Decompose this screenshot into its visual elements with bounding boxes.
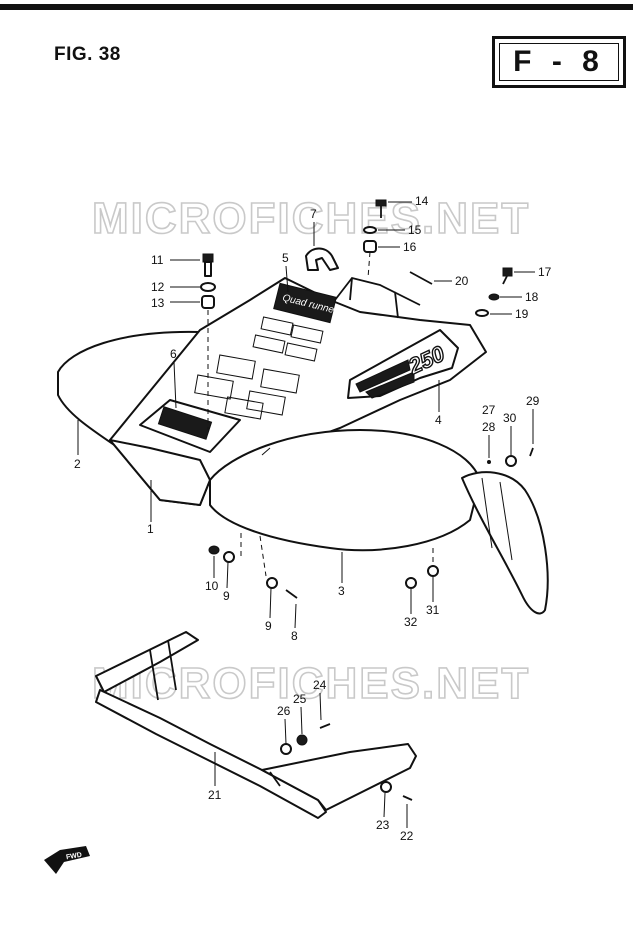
washer-26-icon	[280, 743, 292, 755]
callout-27: 27	[482, 403, 496, 417]
callout-28: 28	[482, 420, 496, 434]
bolt-8-icon	[285, 589, 298, 599]
rear-brace-21	[95, 631, 417, 819]
figure-label: FIG. 38	[54, 44, 121, 65]
callout-3: 3	[338, 584, 345, 598]
callout-23: 23	[376, 818, 390, 832]
splash-guard-edge	[481, 477, 493, 549]
washer-9a-icon	[223, 551, 235, 563]
page-code-inner-frame	[499, 43, 619, 81]
washer-31-icon	[427, 565, 439, 577]
bolt-22-icon	[402, 795, 413, 801]
callout-13: 13	[151, 296, 165, 310]
hardware	[200, 199, 534, 801]
washer-9b-icon	[266, 577, 278, 589]
callout-24: 24	[313, 678, 327, 692]
callout-14: 14	[415, 194, 429, 208]
front-decal	[139, 399, 241, 453]
nut-16-icon	[363, 240, 377, 253]
washer-30-icon	[505, 455, 517, 467]
watermark-bottom: MICROFICHES.NET	[92, 659, 530, 708]
callout-29: 29	[526, 394, 540, 408]
callout-7: 7	[310, 207, 317, 221]
callout-1: 1	[147, 522, 154, 536]
forward-arrow-icon: FWD	[44, 846, 90, 874]
quad-runner-decal: Quad runner	[273, 282, 339, 324]
callout-labels: 1 2 3 4 5 6 7 8 9 9 10 11 12 13	[74, 194, 552, 843]
callout-11: 11	[151, 253, 164, 267]
bolt-24-icon	[319, 723, 331, 729]
nut-18-icon	[488, 293, 500, 301]
callout-20: 20	[455, 274, 469, 288]
callout-30: 30	[503, 411, 517, 425]
nut-10-icon	[208, 545, 220, 555]
callout-19: 19	[515, 307, 529, 321]
nut-25-icon	[296, 734, 308, 746]
callout-9b: 9	[265, 619, 272, 633]
top-border-rule	[0, 4, 633, 10]
watermark-top: MICROFICHES.NET	[92, 194, 530, 243]
nut-32-icon	[405, 577, 417, 589]
page-code-box: F - 8	[492, 36, 626, 88]
bolt-29-icon	[529, 447, 534, 457]
callout-6: 6	[170, 347, 177, 361]
callout-18: 18	[525, 290, 539, 304]
page-code: F - 8	[513, 45, 605, 78]
callout-26: 26	[277, 704, 291, 718]
callout-4: 4	[435, 413, 442, 427]
splash-guard	[461, 471, 549, 615]
callout-25: 25	[293, 692, 307, 706]
rivet-27-28-icon	[487, 460, 491, 464]
top-rail	[334, 276, 421, 319]
callout-15: 15	[408, 223, 422, 237]
washer-12-icon	[200, 282, 216, 292]
callout-17: 17	[538, 265, 552, 279]
bolt-17-icon	[502, 275, 508, 285]
clamp-7-icon	[305, 247, 339, 271]
callout-2: 2	[74, 457, 81, 471]
bolt-20-icon	[409, 271, 433, 285]
callout-12: 12	[151, 280, 165, 294]
rib-mark	[261, 447, 271, 456]
washer-19-icon	[475, 309, 489, 317]
callout-9a: 9	[223, 589, 230, 603]
callout-21: 21	[208, 788, 222, 802]
rear-fender-assembly: Quad runner 250	[57, 276, 549, 615]
callout-16: 16	[403, 240, 417, 254]
washer-23-icon	[380, 781, 392, 793]
forward-arrow-label: FWD	[66, 852, 83, 862]
callout-32: 32	[404, 615, 418, 629]
callout-31: 31	[426, 603, 440, 617]
callout-5: 5	[282, 251, 289, 265]
callout-10: 10	[205, 579, 219, 593]
callout-8: 8	[291, 629, 298, 643]
washer-15-icon	[363, 226, 377, 234]
assembly-leader-lines	[207, 251, 434, 577]
grommet-13-icon	[201, 295, 215, 309]
bolt-11-icon	[204, 261, 212, 277]
callout-22: 22	[400, 829, 414, 843]
deck-slots	[194, 316, 324, 420]
splash-guard-edge-2	[499, 481, 513, 561]
